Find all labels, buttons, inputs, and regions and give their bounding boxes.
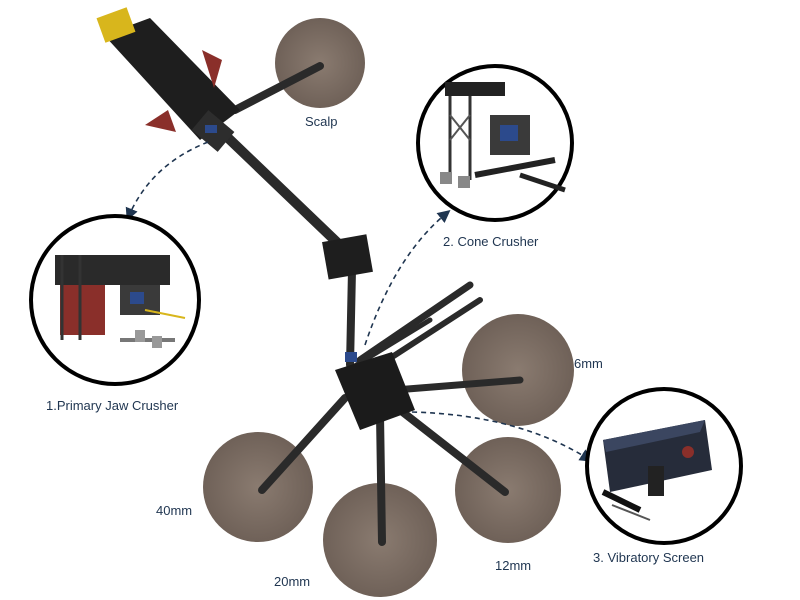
label-20mm: 20mm [274,574,311,589]
conveyor-network [220,62,524,546]
label-6mm: 6mm [574,356,603,371]
arrow-to-cone-crusher [364,209,451,346]
conveyor-to-screen [346,266,356,369]
label-12mm: 12mm [495,558,532,573]
conveyor-main [220,130,350,255]
conveyor-scalp [231,62,324,114]
callout-arrows [125,141,593,462]
stockpile-6mm [462,314,574,426]
label-vibratory-screen: 3. Vibratory Screen [593,550,705,565]
transfer-hopper [322,234,373,280]
conveyor-cone-return-a [356,281,474,364]
conveyor-6mm [391,376,524,394]
screen-house [335,352,415,430]
label-cone-crusher: 2. Cone Crusher [443,234,539,249]
arrow-to-jaw-crusher [125,141,209,221]
arrow-to-vibratory-screen [411,411,593,462]
inset-cone-crusher [416,64,574,222]
label-primary-jaw-crusher: 1.Primary Jaw Crusher [46,398,179,413]
label-scalp: Scalp [305,114,338,129]
conveyor-40mm [258,394,349,494]
inset-vibratory-screen [585,387,743,545]
conveyor-20mm [376,411,386,546]
primary-jaw-crusher-machine [96,7,240,152]
label-40mm: 40mm [156,503,193,518]
conveyor-12mm [396,406,509,496]
inset-primary-jaw-crusher [29,214,201,386]
